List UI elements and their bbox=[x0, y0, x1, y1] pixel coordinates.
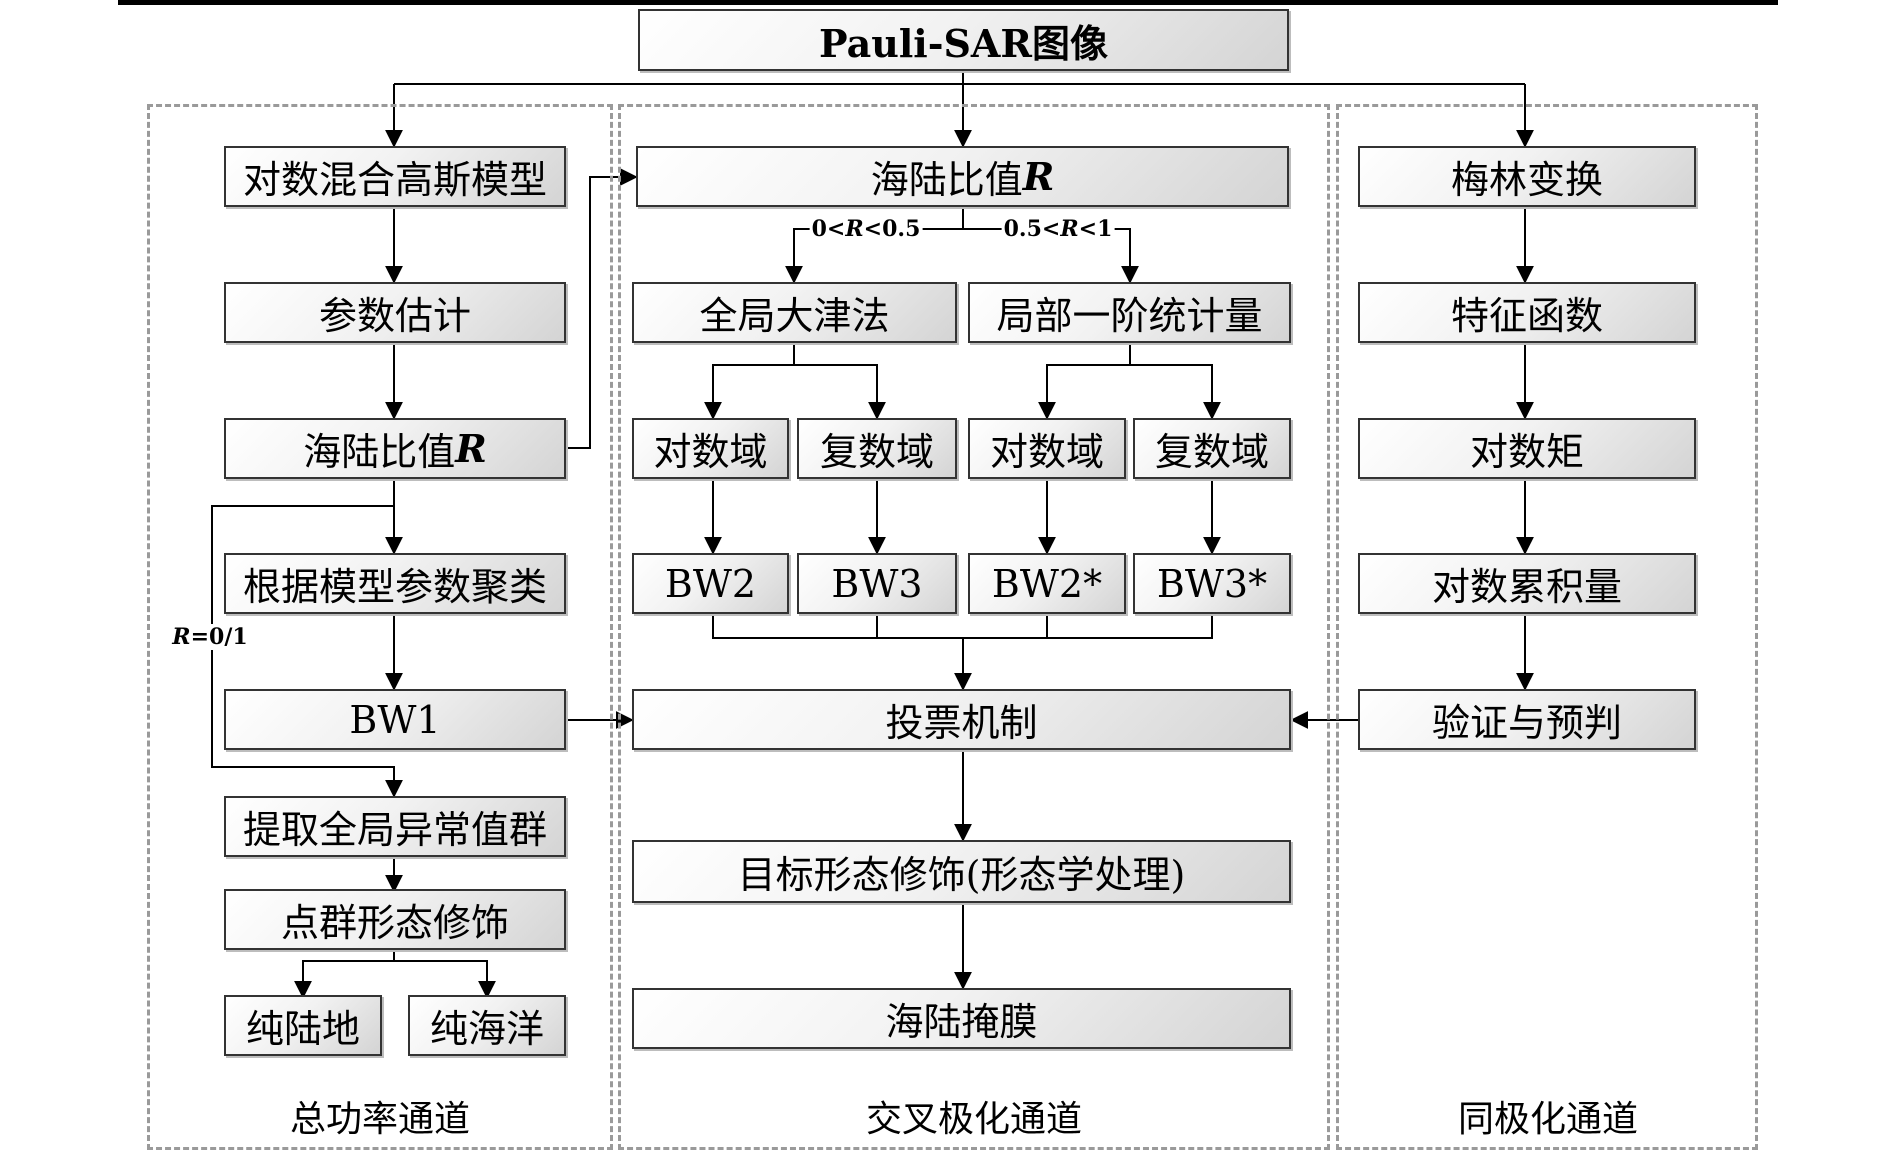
complex-domain-label-2: 复数域 bbox=[1154, 430, 1269, 474]
top-rule bbox=[118, 0, 1778, 5]
bw3-star-label: BW3* bbox=[1156, 561, 1268, 606]
global-otsu-label: 全局大津法 bbox=[699, 294, 890, 338]
pure-land-node: 纯陆地 bbox=[224, 995, 382, 1056]
mid-sea-land-ratio-label: 海陆比值 bbox=[870, 158, 1023, 202]
voting-mechanism-label: 投票机制 bbox=[885, 701, 1038, 745]
condition-low-prefix: 0< bbox=[811, 216, 846, 242]
condition-high-var: R bbox=[1060, 216, 1079, 242]
outlier-extraction-node: 提取全局异常值群 bbox=[224, 796, 566, 857]
condition-low-var: R bbox=[845, 216, 864, 242]
condition-extreme-ratio: R=0/1 bbox=[170, 624, 250, 650]
sea-land-mask-label: 海陆掩膜 bbox=[885, 1000, 1038, 1044]
otsu-split bbox=[712, 343, 878, 412]
point-morph-label: 点群形态修饰 bbox=[280, 901, 509, 945]
complex-domain-node-2: 复数域 bbox=[1133, 418, 1291, 479]
co-pol-channel-label: 同极化通道 bbox=[1457, 1099, 1639, 1140]
bw3-label: BW3 bbox=[831, 561, 923, 606]
param-estimation-label: 参数估计 bbox=[318, 294, 471, 338]
outlier-extraction-label: 提取全局异常值群 bbox=[242, 808, 547, 852]
cross-pol-channel-label: 交叉极化通道 bbox=[865, 1099, 1083, 1140]
bw2-label: BW2 bbox=[664, 561, 757, 606]
log-gmm-node: 对数混合高斯模型 bbox=[224, 146, 566, 207]
co-pol-channel-group bbox=[1336, 104, 1758, 1150]
global-otsu-node: 全局大津法 bbox=[632, 282, 957, 343]
local-first-order-stats-label: 局部一阶统计量 bbox=[996, 294, 1263, 338]
characteristic-function-node: 特征函数 bbox=[1358, 282, 1696, 343]
title-text: Pauli-SAR图像 bbox=[819, 20, 1108, 66]
point-morph-node: 点群形态修饰 bbox=[224, 889, 566, 950]
log-cumulant-label: 对数累积量 bbox=[1431, 565, 1622, 609]
bw2-node: BW2 bbox=[632, 553, 789, 614]
verify-predict-label: 验证与预判 bbox=[1431, 701, 1622, 745]
cluster-label: 根据模型参数聚类 bbox=[242, 565, 547, 609]
bw3-node: BW3 bbox=[797, 553, 957, 614]
ratio-to-mid-ratio bbox=[566, 168, 638, 449]
characteristic-function-label: 特征函数 bbox=[1450, 294, 1603, 338]
log-cumulant-node: 对数累积量 bbox=[1358, 553, 1696, 614]
voting-mechanism-node: 投票机制 bbox=[632, 689, 1291, 750]
condition-high-ratio: 0.5<R<1 bbox=[1001, 216, 1115, 242]
pure-land-label: 纯陆地 bbox=[245, 1007, 360, 1051]
left-sea-land-ratio-label: 海陆比值 bbox=[303, 430, 456, 474]
complex-domain-label-1: 复数域 bbox=[819, 430, 934, 474]
complex-domain-node-1: 复数域 bbox=[797, 418, 957, 479]
param-estimation-node: 参数估计 bbox=[224, 282, 566, 343]
target-morph-node: 目标形态修饰(形态学处理) bbox=[632, 840, 1291, 903]
pure-sea-node: 纯海洋 bbox=[408, 995, 566, 1056]
condition-low-ratio: 0<R<0.5 bbox=[809, 216, 923, 242]
condition-extreme-var: R bbox=[172, 624, 191, 650]
pure-sea-label: 纯海洋 bbox=[429, 1007, 544, 1051]
cluster-node: 根据模型参数聚类 bbox=[224, 553, 566, 614]
total-power-channel-group bbox=[147, 104, 613, 1150]
mellin-transform-node: 梅林变换 bbox=[1358, 146, 1696, 207]
log-domain-node-2: 对数域 bbox=[968, 418, 1126, 479]
target-morph-label: 目标形态修饰(形态学处理) bbox=[737, 853, 1186, 897]
bw2-star-node: BW2* bbox=[968, 553, 1126, 614]
log-moment-label: 对数矩 bbox=[1469, 430, 1584, 474]
sea-land-mask-node: 海陆掩膜 bbox=[632, 988, 1291, 1049]
bw1-node: BW1 bbox=[224, 689, 566, 750]
mellin-transform-label: 梅林变换 bbox=[1450, 158, 1603, 202]
log-moment-node: 对数矩 bbox=[1358, 418, 1696, 479]
log-domain-label-2: 对数域 bbox=[989, 430, 1104, 474]
mid-ratio-variable: R bbox=[1022, 154, 1055, 199]
verify-predict-node: 验证与预判 bbox=[1358, 689, 1696, 750]
bw2-star-label: BW2* bbox=[991, 561, 1103, 606]
bw3-star-node: BW3* bbox=[1133, 553, 1291, 614]
local-split bbox=[1046, 343, 1213, 412]
pauli-sar-image-node: Pauli-SAR图像 bbox=[638, 9, 1289, 71]
condition-extreme-suffix: =0/1 bbox=[190, 624, 248, 650]
local-first-order-stats-node: 局部一阶统计量 bbox=[968, 282, 1291, 343]
cross-pol-channel-group bbox=[618, 104, 1330, 1150]
condition-low-suffix: <0.5 bbox=[863, 216, 921, 242]
condition-high-suffix: <1 bbox=[1078, 216, 1113, 242]
total-power-channel-label: 总功率通道 bbox=[289, 1099, 471, 1140]
log-domain-node-1: 对数域 bbox=[632, 418, 789, 479]
left-ratio-variable: R bbox=[455, 426, 487, 471]
log-domain-label-1: 对数域 bbox=[653, 430, 768, 474]
condition-high-prefix: 0.5< bbox=[1003, 216, 1061, 242]
log-gmm-label: 对数混合高斯模型 bbox=[242, 158, 547, 202]
bw1-label: BW1 bbox=[349, 697, 441, 742]
